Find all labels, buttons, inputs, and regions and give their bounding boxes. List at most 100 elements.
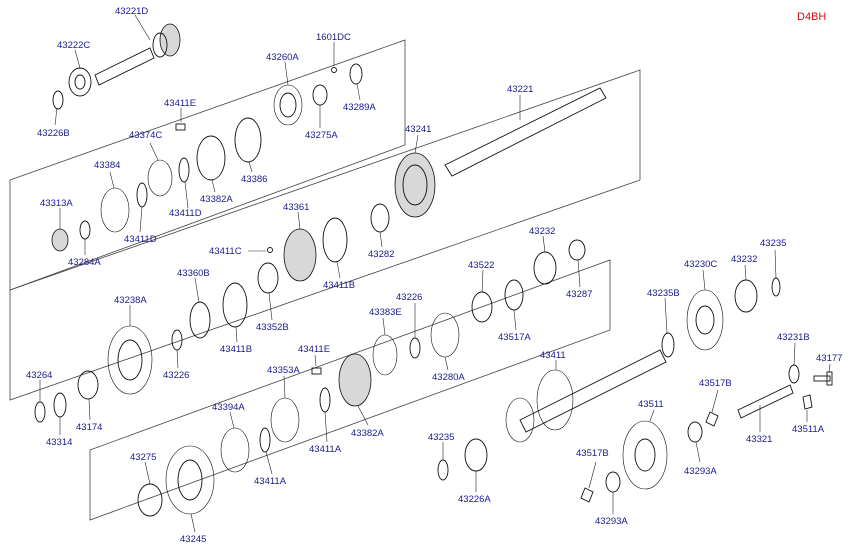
part-label: 43282	[368, 249, 394, 260]
ring-43360B	[189, 301, 211, 339]
part-label: 43174	[76, 422, 102, 433]
ring-43383E	[372, 334, 398, 376]
bearing-43293A-2	[605, 471, 621, 493]
key-43411E-2	[311, 367, 322, 375]
part-label: 43264	[26, 370, 52, 381]
washer-43517B	[705, 411, 719, 427]
part-label-layer: 43221D43222C43226B1601DC43289A43260A4327…	[26, 6, 842, 545]
gear-43280A	[430, 312, 460, 358]
part-label: 43177	[816, 353, 842, 364]
part-label: 43275A	[305, 130, 338, 141]
part-label: 43241	[405, 124, 431, 135]
part-label: 43221	[507, 84, 533, 95]
ring-43235-2	[771, 277, 781, 297]
part-label: 43382A	[200, 194, 233, 205]
bearing-43282	[370, 203, 390, 233]
part-label: 43374C	[129, 130, 162, 141]
part-label: 43231B	[777, 332, 810, 343]
upper-shaft-frame	[9, 39, 406, 291]
part-label: 43221D	[115, 6, 148, 17]
gear-43238A	[107, 325, 153, 395]
gear-43511	[622, 420, 668, 490]
lower-shaft-frame	[89, 259, 611, 521]
part-label: 43226	[163, 370, 189, 381]
part-label: 43386	[241, 174, 267, 185]
part-label: 43293A	[684, 466, 717, 477]
spring-43411A-2	[259, 427, 271, 453]
bearing-43174	[77, 370, 99, 400]
part-label: 43226A	[458, 494, 491, 505]
part-label: 43232	[529, 226, 555, 237]
part-label: 43411E	[164, 98, 196, 109]
key-43411E	[175, 123, 186, 131]
part-label: 43353A	[267, 365, 300, 376]
ring-43264	[34, 401, 46, 423]
part-label: 43411A	[309, 444, 342, 455]
ring-43226	[171, 329, 183, 351]
ring-43411B-2	[222, 282, 248, 328]
part-label: 43226B	[37, 128, 70, 139]
part-label: 43293A	[595, 516, 628, 527]
hub-43352B	[257, 262, 279, 294]
leader-lines	[39, 14, 831, 533]
group-frames	[9, 39, 641, 521]
part-label: 43235	[760, 238, 786, 249]
bearing-43275A	[312, 84, 328, 106]
spring-43411D	[178, 157, 190, 183]
ring-43394A	[220, 427, 250, 473]
part-label: 43384	[94, 160, 120, 171]
part-label: 43235B	[647, 288, 680, 299]
part-label: 43360B	[177, 268, 210, 279]
part-label: 43394A	[212, 402, 245, 413]
part-label: 43280A	[432, 372, 465, 383]
bearing-43232	[533, 251, 557, 285]
part-label: 43411D	[124, 234, 157, 245]
shaft-43321	[737, 384, 794, 419]
part-label: 43411E	[298, 344, 330, 355]
main-shaft-43221	[394, 87, 607, 218]
hub-43353A	[270, 397, 300, 443]
snap-ring-43226B	[52, 90, 64, 110]
ring-43235B	[661, 332, 675, 358]
part-label: 43245	[180, 534, 206, 545]
part-label: 43230C	[684, 259, 717, 270]
hub-43374C	[147, 159, 173, 197]
part-label: 43517A	[498, 332, 531, 343]
sleeve-43382A-2	[338, 353, 372, 407]
parts	[34, 23, 833, 517]
part-label: 43411A	[254, 476, 287, 487]
ring-43384	[100, 187, 130, 233]
middle-shaft-frame	[9, 69, 641, 401]
spring-43411A	[319, 387, 331, 413]
part-label: 43511	[638, 399, 664, 410]
counter-shaft-43411	[505, 349, 667, 443]
gear-43245	[165, 445, 215, 515]
part-label: 43314	[46, 437, 72, 448]
part-label: 43411B	[323, 280, 355, 291]
part-label: 43289A	[343, 102, 376, 113]
part-label: 43411	[540, 350, 566, 361]
ring-43314	[53, 392, 67, 418]
part-label: 43511A	[792, 424, 825, 435]
part-label: 43238A	[114, 295, 147, 306]
bearing-43232-2	[734, 279, 758, 313]
sleeve-43361	[283, 228, 317, 282]
gear-43260A	[273, 84, 303, 126]
part-label: 43313A	[40, 198, 73, 209]
bearing-43293A	[687, 421, 703, 443]
part-label: 43411D	[169, 208, 202, 219]
gear-43230C	[686, 289, 724, 351]
ring-43226-2	[409, 337, 421, 359]
part-label: 43275	[130, 452, 156, 463]
part-label: 43383E	[369, 307, 402, 318]
ball-43411C	[267, 247, 273, 253]
part-label: 1601DC	[316, 32, 351, 43]
bearing-43226A	[464, 438, 488, 472]
part-label: 43284A	[68, 257, 101, 268]
ring-43287	[568, 239, 586, 261]
ring-43235	[437, 459, 449, 481]
ring-43289A	[349, 63, 363, 85]
part-label: 43382A	[351, 428, 384, 439]
